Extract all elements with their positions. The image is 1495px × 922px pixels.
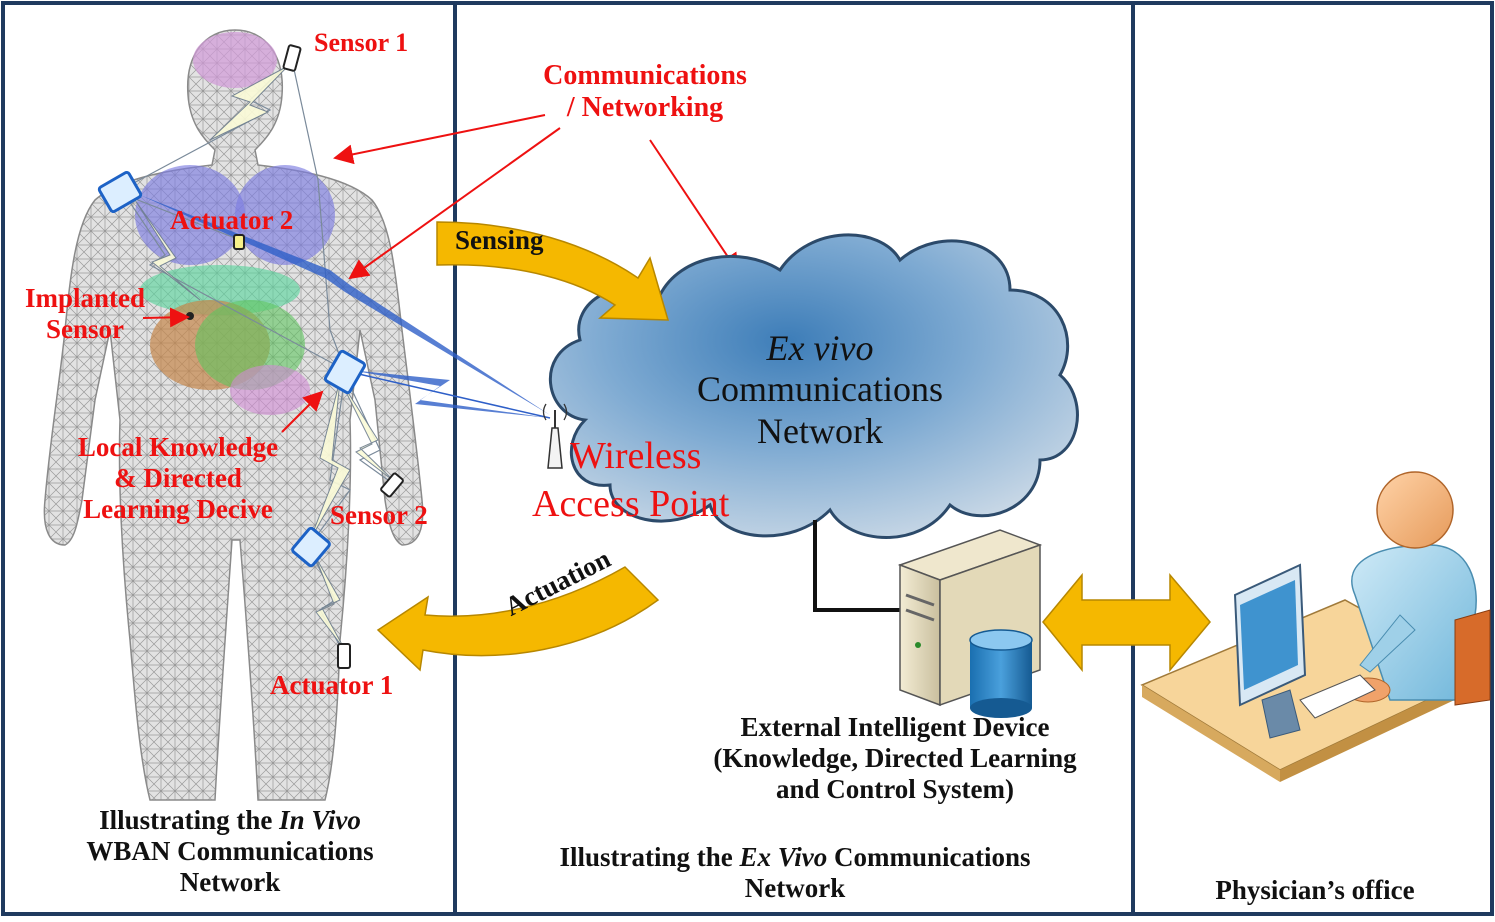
cloud-line3: Network [757,410,883,451]
actuation-arrow [376,566,660,672]
comms-line1: Communications [543,60,747,91]
cloud-line1: Ex vivo [766,328,874,368]
local-knowledge-label: Local Knowledge & Directed Learning Deci… [38,432,318,525]
access-point-line1: Wireless [570,435,702,477]
human-mesh-body [43,29,424,801]
cloud-line2: Communications [697,369,943,410]
monitor-icon [1233,563,1376,739]
actuator1-label: Actuator 1 [270,670,394,700]
annotation-arrows [142,114,740,433]
blue-links [140,195,551,419]
implanted-line2: Sensor [45,314,124,345]
sensor1-label: Sensor 1 [314,28,409,57]
sensing-label: Sensing [455,225,544,255]
left-caption-italic: In Vivo [279,805,361,835]
implanted-line1: Implanted [24,283,146,313]
sensing-arrow [436,221,670,321]
external-device-label: External Intelligent Device (Knowledge, … [660,712,1130,805]
left-caption-line2: WBAN Communications [86,836,374,867]
middle-caption-line2: Network [744,873,846,904]
external-line2: (Knowledge, Directed Learning [713,743,1077,774]
physician-icon [1140,471,1491,782]
wireless-node-icon [97,170,367,568]
middle-caption-suffix: Communications [827,842,1031,872]
access-point-line2: Access Point [532,483,730,525]
database-icon [969,629,1033,718]
bidirectional-arrow [1042,572,1211,673]
external-line3: and Control System) [775,774,1015,805]
sensor-actuator-nodes [186,44,404,669]
middle-caption-italic: Ex Vivo [739,842,828,872]
comms-line2: / Networking [566,92,724,124]
server-link [813,520,900,612]
comms-label: Communications / Networking [520,60,770,124]
sensor2-label: Sensor 2 [330,500,428,530]
local-line3: Learning Decive [83,494,273,525]
middle-caption-prefix: Illustrating the [559,842,740,872]
left-caption-prefix: Illustrating the [99,805,280,835]
external-line1: External Intelligent Device [740,712,1050,742]
right-panel-caption: Physician’s office [1215,875,1415,905]
implanted-sensor-label: Implanted Sensor [5,283,165,345]
local-line2: & Directed [114,463,242,494]
cloud-label: Ex vivo Communications Network [660,328,980,452]
antenna-icon [542,403,568,469]
middle-panel-caption: Illustrating the Ex Vivo Communications … [470,842,1120,904]
local-line1: Local Knowledge [77,432,279,462]
lightning-shapes [134,65,396,651]
left-panel-caption: Illustrating the In Vivo WBAN Communicat… [30,805,430,898]
left-caption-line3: Network [179,867,281,898]
actuator2-label: Actuator 2 [170,205,294,235]
